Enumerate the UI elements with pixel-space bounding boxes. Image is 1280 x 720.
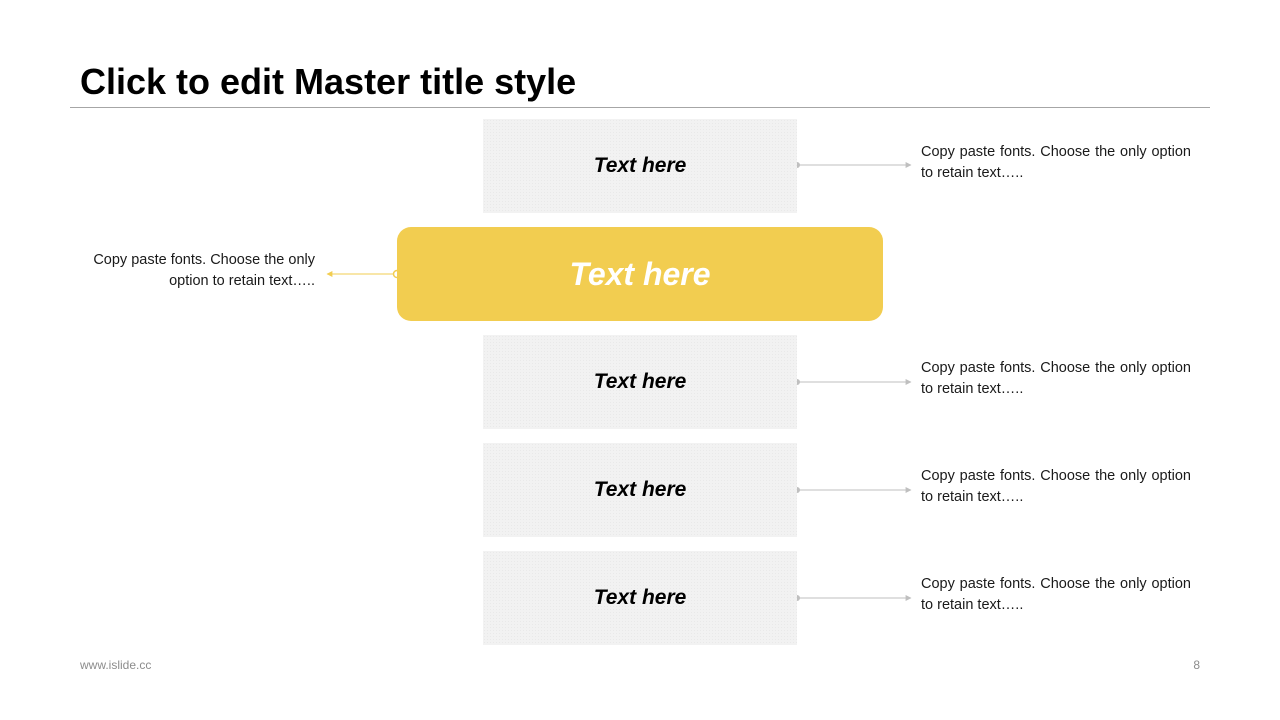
footer-url: www.islide.cc — [80, 658, 152, 672]
connector-3 — [794, 487, 912, 493]
item-label: Text here — [593, 154, 687, 177]
connector-1 — [794, 162, 912, 168]
main-item-box: Text here — [397, 227, 883, 321]
page-number: 8 — [1193, 658, 1200, 672]
item-description-2: Copy paste fonts. Choose the only option… — [921, 360, 1191, 397]
item-label: Text here — [593, 370, 687, 393]
main-item-label: Text here — [569, 255, 711, 292]
item-label: Text here — [593, 478, 687, 501]
item-box-1: Text here — [483, 119, 797, 213]
connector-4 — [794, 595, 912, 601]
item-description-3: Copy paste fonts. Choose the only option… — [921, 468, 1191, 505]
connector-2 — [794, 379, 912, 385]
item-box-4: Text here — [483, 551, 797, 645]
connector-main — [326, 269, 402, 279]
item-box-3: Text here — [483, 443, 797, 537]
item-box-2: Text here — [483, 335, 797, 429]
main-item-description: Copy paste fonts. Choose the only option… — [93, 252, 315, 289]
item-description-1: Copy paste fonts. Choose the only option… — [921, 144, 1191, 181]
slide-title: Click to edit Master title style — [80, 61, 577, 102]
item-label: Text here — [593, 586, 687, 609]
item-description-4: Copy paste fonts. Choose the only option… — [921, 576, 1191, 613]
title-divider — [70, 107, 1210, 108]
